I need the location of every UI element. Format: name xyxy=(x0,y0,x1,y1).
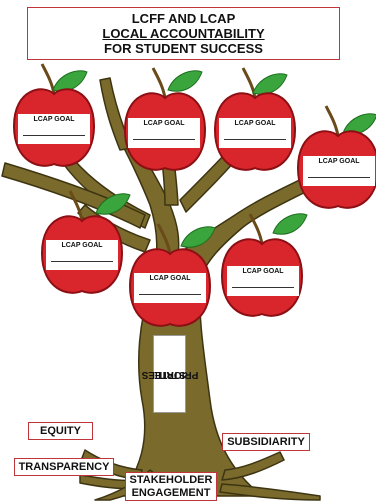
state-line-2: PRIORITIES xyxy=(141,369,198,380)
apple-goal-label: LCAP GOAL xyxy=(61,242,103,249)
apple-goal-3: LCAP GOAL xyxy=(219,118,291,148)
title-line-3: FOR STUDENT SUCCESS xyxy=(104,41,263,56)
title-line-1: LCFF AND LCAP xyxy=(131,11,236,26)
apple-stem xyxy=(241,67,257,99)
apple-stem xyxy=(40,63,56,95)
apple-stem xyxy=(248,213,264,245)
title-box: LCFF AND LCAP LOCAL ACCOUNTABILITY FOR S… xyxy=(27,7,340,60)
apple-leaf xyxy=(180,226,216,248)
equity-label: EQUITY xyxy=(28,422,93,440)
apple-goal-label: LCAP GOAL xyxy=(33,116,75,123)
apple-goal-6: LCAP GOAL xyxy=(134,273,206,303)
apple-goal-4: LCAP GOAL xyxy=(303,156,375,186)
apple-stem xyxy=(156,223,172,255)
title-line-2: LOCAL ACCOUNTABILITY xyxy=(102,26,265,41)
apple-stem xyxy=(68,190,84,222)
apple-leaf xyxy=(167,70,203,92)
apple-stem xyxy=(151,67,167,99)
apple-goal-7: LCAP GOAL xyxy=(227,266,299,296)
stakeholder-line-1: STAKEHOLDER xyxy=(129,474,213,486)
apple-leaf xyxy=(52,70,88,92)
apple-goal-label: LCAP GOAL xyxy=(149,275,191,282)
apple-stem xyxy=(324,105,340,137)
apple-goal-label: LCAP GOAL xyxy=(143,120,185,127)
apple-goal-label: LCAP GOAL xyxy=(234,120,276,127)
apple-goal-1: LCAP GOAL xyxy=(18,114,90,144)
subsidiarity-label: SUBSIDIARITY xyxy=(222,433,310,451)
stakeholder-line-2: ENGAGEMENT xyxy=(131,487,211,499)
apple-leaf xyxy=(252,73,288,95)
apple-goal-label: LCAP GOAL xyxy=(318,158,360,165)
apple-leaf xyxy=(272,213,308,235)
transparency-label: TRANSPARENCY xyxy=(14,458,114,476)
apple-leaf xyxy=(95,193,131,215)
apple-goal-label: LCAP GOAL xyxy=(242,268,284,275)
apple-goal-2: LCAP GOAL xyxy=(128,118,200,148)
apple-goal-5: LCAP GOAL xyxy=(46,240,118,270)
stakeholder-engagement-label: STAKEHOLDER ENGAGEMENT xyxy=(125,472,217,501)
